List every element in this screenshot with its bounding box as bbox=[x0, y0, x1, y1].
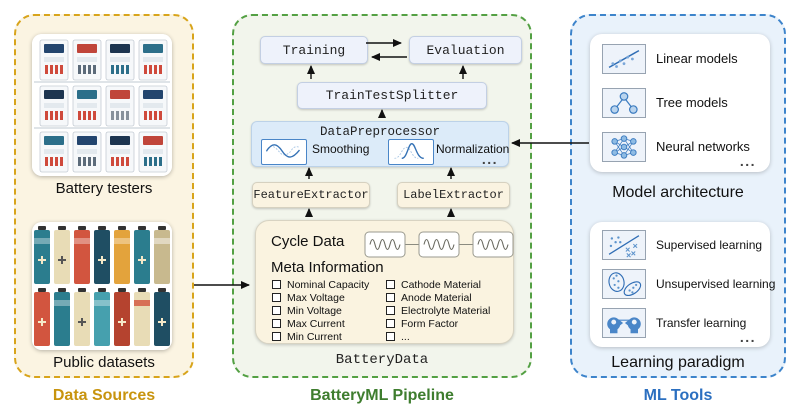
meta-information-label: Meta Information bbox=[271, 259, 384, 276]
train-test-splitter-box: TrainTestSplitter bbox=[297, 82, 487, 109]
checkbox-icon bbox=[272, 280, 281, 289]
meta-item: Min Voltage bbox=[272, 304, 369, 317]
supervised-learning-row: Supervised learning bbox=[590, 230, 770, 260]
meta-item: Min Current bbox=[272, 330, 369, 343]
linear-models-label: Linear models bbox=[656, 51, 738, 66]
smoothing-label: Smoothing bbox=[312, 142, 370, 156]
checkbox-icon bbox=[272, 319, 281, 328]
transfer-learning-row: Transfer learning bbox=[590, 308, 770, 338]
pipeline-caption: BatteryML Pipeline bbox=[310, 387, 454, 404]
linear-models-row: Linear models bbox=[590, 44, 770, 74]
meta-item: ... bbox=[386, 330, 490, 343]
checkbox-icon bbox=[272, 332, 281, 341]
battery-data-box: Cycle Data Meta Information Nominal Capa… bbox=[255, 220, 514, 344]
meta-item: Max Current bbox=[272, 317, 369, 330]
transfer-learning-label: Transfer learning bbox=[656, 316, 747, 330]
transfer-learning-icon bbox=[602, 308, 646, 338]
data-sources-panel: Battery testers Pu bbox=[14, 14, 194, 378]
pipeline-panel: Training Evaluation TrainTestSplitter Da… bbox=[232, 14, 532, 378]
public-datasets-image bbox=[32, 222, 172, 350]
checkbox-icon bbox=[386, 280, 395, 289]
cycle-waveforms-icon bbox=[364, 230, 514, 264]
meta-item: Max Voltage bbox=[272, 291, 369, 304]
unsupervised-learning-row: Unsupervised learning bbox=[590, 269, 775, 299]
checkbox-icon bbox=[386, 293, 395, 302]
meta-item: Anode Material bbox=[386, 291, 490, 304]
supervised-learning-label: Supervised learning bbox=[656, 238, 763, 252]
checkbox-icon bbox=[272, 306, 281, 315]
unsupervised-learning-label: Unsupervised learning bbox=[656, 277, 776, 291]
learning-paradigm-more-dots: ... bbox=[739, 329, 756, 345]
checkbox-icon bbox=[386, 332, 395, 341]
data-preprocessor-title: DataPreprocessor bbox=[319, 125, 441, 139]
ml-tools-caption: ML Tools bbox=[643, 387, 713, 404]
normalization-label: Normalization bbox=[436, 142, 510, 156]
normalization-icon bbox=[388, 139, 434, 165]
meta-item: Cathode Material bbox=[386, 278, 490, 291]
meta-left-column: Nominal Capacity Max Voltage Min Voltage… bbox=[272, 278, 369, 343]
checkbox-icon bbox=[386, 319, 395, 328]
meta-item: Electrolyte Material bbox=[386, 304, 490, 317]
evaluation-box: Evaluation bbox=[409, 36, 522, 64]
tree-models-label: Tree models bbox=[656, 95, 728, 110]
meta-item: Form Factor bbox=[386, 317, 490, 330]
data-sources-caption: Data Sources bbox=[52, 387, 156, 404]
battery-data-caption: BatteryData bbox=[335, 352, 429, 368]
neural-networks-icon bbox=[602, 132, 646, 162]
learning-paradigm-label: Learning paradigm bbox=[611, 354, 745, 371]
model-architecture-label: Model architecture bbox=[612, 184, 744, 201]
cycle-data-label: Cycle Data bbox=[271, 233, 345, 250]
data-preprocessor-box: DataPreprocessor Smoothing Normalization… bbox=[251, 121, 509, 167]
checkbox-icon bbox=[272, 293, 281, 302]
model-architecture-box: Linear models Tree models bbox=[590, 34, 770, 172]
learning-paradigm-box: Supervised learning Unsupervised learnin… bbox=[590, 222, 775, 347]
neural-networks-label: Neural networks bbox=[656, 139, 750, 154]
preprocessor-more-dots: ... bbox=[481, 151, 498, 167]
smoothing-icon bbox=[261, 139, 307, 165]
training-box: Training bbox=[260, 36, 368, 64]
ml-tools-panel: Linear models Tree models bbox=[570, 14, 786, 378]
feature-extractor-box: FeatureExtractor bbox=[252, 182, 370, 208]
tree-models-icon bbox=[602, 88, 646, 118]
neural-networks-row: Neural networks bbox=[590, 132, 770, 162]
meta-right-column: Cathode Material Anode Material Electrol… bbox=[386, 278, 490, 343]
batteries-icon bbox=[32, 222, 172, 350]
meta-item: Nominal Capacity bbox=[272, 278, 369, 291]
tree-models-row: Tree models bbox=[590, 88, 770, 118]
linear-models-icon bbox=[602, 44, 646, 74]
unsupervised-learning-icon bbox=[602, 269, 646, 299]
label-extractor-box: LabelExtractor bbox=[397, 182, 510, 208]
supervised-learning-icon bbox=[602, 230, 646, 260]
battery-testers-image bbox=[32, 34, 172, 176]
battery-testers-icon bbox=[32, 34, 172, 176]
model-architecture-more-dots: ... bbox=[739, 153, 756, 169]
public-datasets-label: Public datasets bbox=[53, 354, 155, 371]
checkbox-icon bbox=[386, 306, 395, 315]
battery-testers-label: Battery testers bbox=[55, 180, 153, 197]
